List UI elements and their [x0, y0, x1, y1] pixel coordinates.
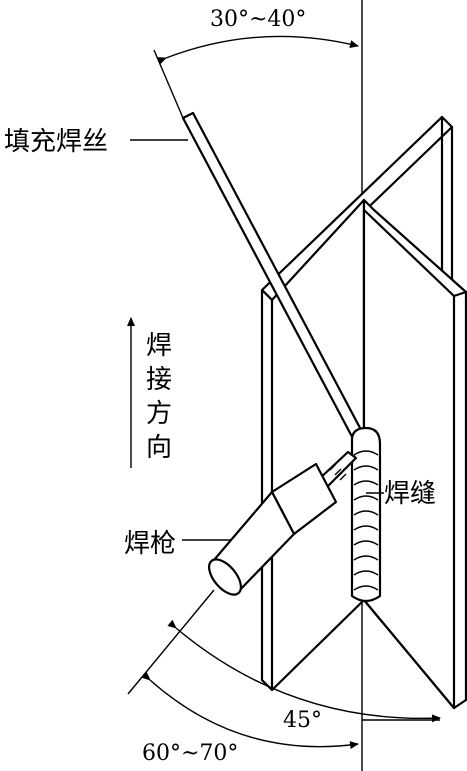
wire-angle-line: [153, 49, 184, 119]
top-angle-arc: [157, 35, 359, 65]
weld-direction-char-3: 方: [146, 399, 172, 429]
weld-direction-char-4: 向: [146, 433, 172, 463]
weld-direction-char-1: 焊: [146, 331, 172, 361]
weld-direction-char-2: 接: [146, 365, 172, 395]
top-angle-label: 30°~40°: [210, 7, 306, 32]
angle-45-arc: [167, 619, 441, 723]
angle-45-label: 45°: [283, 708, 322, 733]
weld-seam-label: 焊缝: [384, 479, 436, 509]
bottom-angle-label: 60°~70°: [142, 741, 238, 766]
weld-seam-bead: [350, 426, 382, 603]
bottom-angle-arc: [141, 671, 359, 750]
torch-label: 焊枪: [124, 529, 176, 559]
welding-torch: [207, 450, 358, 596]
filler-wire-label: 填充焊丝: [4, 127, 108, 157]
torch-angle-line: [127, 589, 215, 695]
